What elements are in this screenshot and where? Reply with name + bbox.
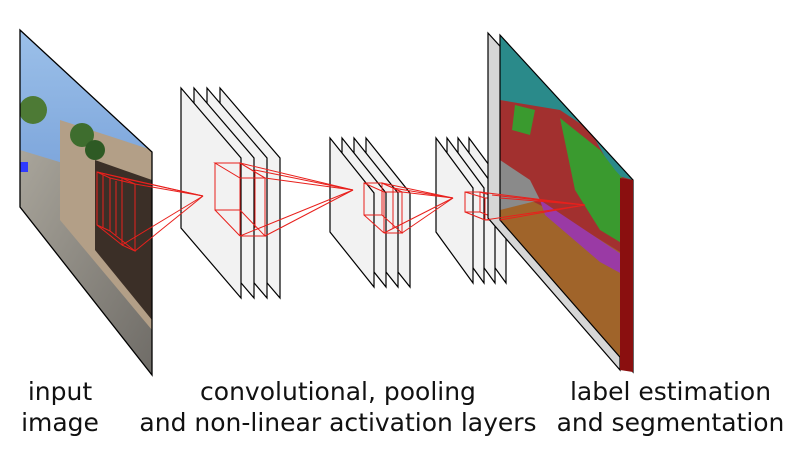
input-label-line-2: image	[21, 408, 99, 437]
photo-tree	[85, 140, 105, 160]
segmentation-edge	[620, 178, 633, 372]
segmentation-output	[487, 31, 634, 374]
seg-region-pole	[500, 160, 540, 210]
feature-map	[329, 136, 375, 289]
seg-region-tree	[512, 105, 535, 135]
seg-label-line-2: and segmentation	[556, 408, 785, 437]
conv-label-line-1: convolutional, pooling	[200, 377, 476, 406]
input-label-line-1: input	[27, 377, 93, 406]
conv-label-line-2: and non-linear activation layers	[139, 408, 537, 437]
feature-map-stack-1	[180, 86, 281, 300]
seg-region-tree	[560, 118, 633, 250]
input-image	[19, 28, 153, 377]
connection-lines	[96, 162, 586, 252]
conv-layers-label: convolutional, pooling and non-linear ac…	[138, 376, 538, 438]
seg-region-sidewalk	[540, 200, 633, 280]
photo-car	[20, 162, 28, 172]
input-image-frame	[19, 28, 153, 377]
feature-map-stack-2	[329, 136, 411, 289]
feature-map	[180, 86, 242, 300]
receptive-field-cube-2	[363, 182, 403, 235]
photo-tree	[70, 123, 94, 147]
input-image-label: input image	[10, 376, 110, 438]
seg-label-line-1: label estimation	[569, 377, 772, 406]
feature-map	[435, 136, 474, 285]
segmentation-label: label estimation and segmentation	[553, 376, 788, 438]
photo-tree	[20, 96, 47, 124]
seg-region-road	[500, 185, 633, 372]
photo-building-shadow	[95, 160, 152, 320]
